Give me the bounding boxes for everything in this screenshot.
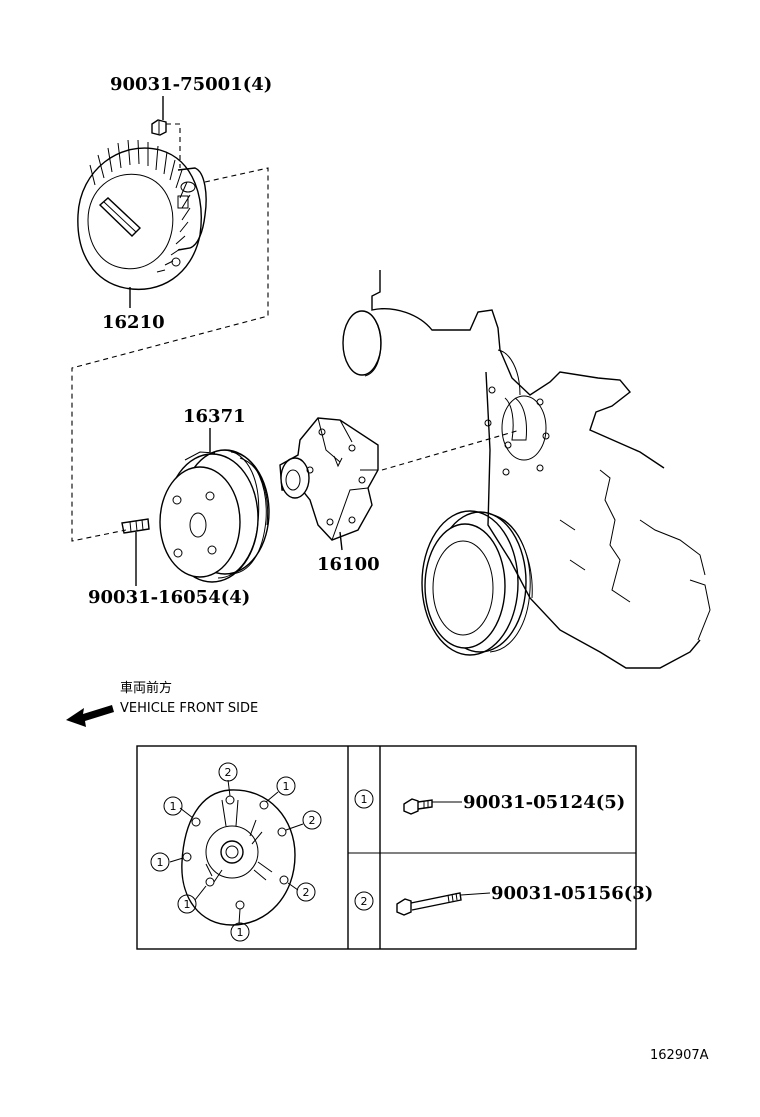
row-callout-1: 1 (354, 789, 374, 809)
detail-callout-7: 1 (177, 894, 197, 914)
long-bolt-icon (396, 892, 462, 916)
label-fan-clutch: 16210 (102, 312, 165, 333)
short-bolt-icon (403, 798, 433, 815)
engine-block-drawing (342, 270, 711, 669)
detail-callout-3: 2 (302, 810, 322, 830)
bolt-table: 2 1 2 1 1 2 1 1 1 90031-05124(5) 2 (136, 745, 653, 950)
detail-callout-2: 1 (276, 776, 296, 796)
detail-callout-8: 1 (230, 922, 250, 942)
detail-callout-4: 1 (163, 796, 183, 816)
svg-text:1: 1 (157, 856, 164, 869)
label-stud: 90031-16054(4) (88, 587, 250, 608)
svg-text:2: 2 (361, 895, 368, 908)
row-callout-2: 2 (354, 891, 374, 911)
label-pulley: 16371 (183, 406, 246, 427)
pulley-drawing (159, 428, 270, 583)
svg-text:2: 2 (309, 814, 316, 827)
svg-text:2: 2 (225, 766, 232, 779)
table-row: 2 90031-05156(3) (354, 883, 653, 916)
detail-callout-1: 2 (218, 762, 238, 782)
part-number-long-bolt: 90031-05156(3) (491, 883, 653, 904)
fan-clutch-nut-icon (151, 119, 167, 136)
flange-detail-drawing (169, 779, 304, 926)
svg-text:1: 1 (237, 926, 244, 939)
fan-clutch-drawing (77, 96, 207, 308)
svg-text:1: 1 (361, 793, 368, 806)
detail-callout-6: 2 (296, 882, 316, 902)
svg-text:2: 2 (303, 886, 310, 899)
dashed-guide-lines (71, 123, 521, 542)
part-number-short-bolt: 90031-05124(5) (463, 792, 625, 813)
label-fan-clutch-nut: 90031-75001(4) (110, 74, 272, 95)
water-pump-drawing (279, 417, 379, 551)
stud-icon (121, 518, 150, 586)
detail-callout-5: 1 (150, 852, 170, 872)
direction-japanese: 車両前方 (120, 680, 172, 696)
svg-text:1: 1 (184, 898, 191, 911)
direction-english: VEHICLE FRONT SIDE (120, 701, 258, 716)
label-water-pump: 16100 (317, 554, 380, 575)
svg-text:1: 1 (283, 780, 290, 793)
figure-id: 162907A (650, 1048, 709, 1063)
table-row: 1 90031-05124(5) (354, 789, 625, 815)
svg-text:1: 1 (170, 800, 177, 813)
front-arrow-icon (66, 705, 114, 727)
